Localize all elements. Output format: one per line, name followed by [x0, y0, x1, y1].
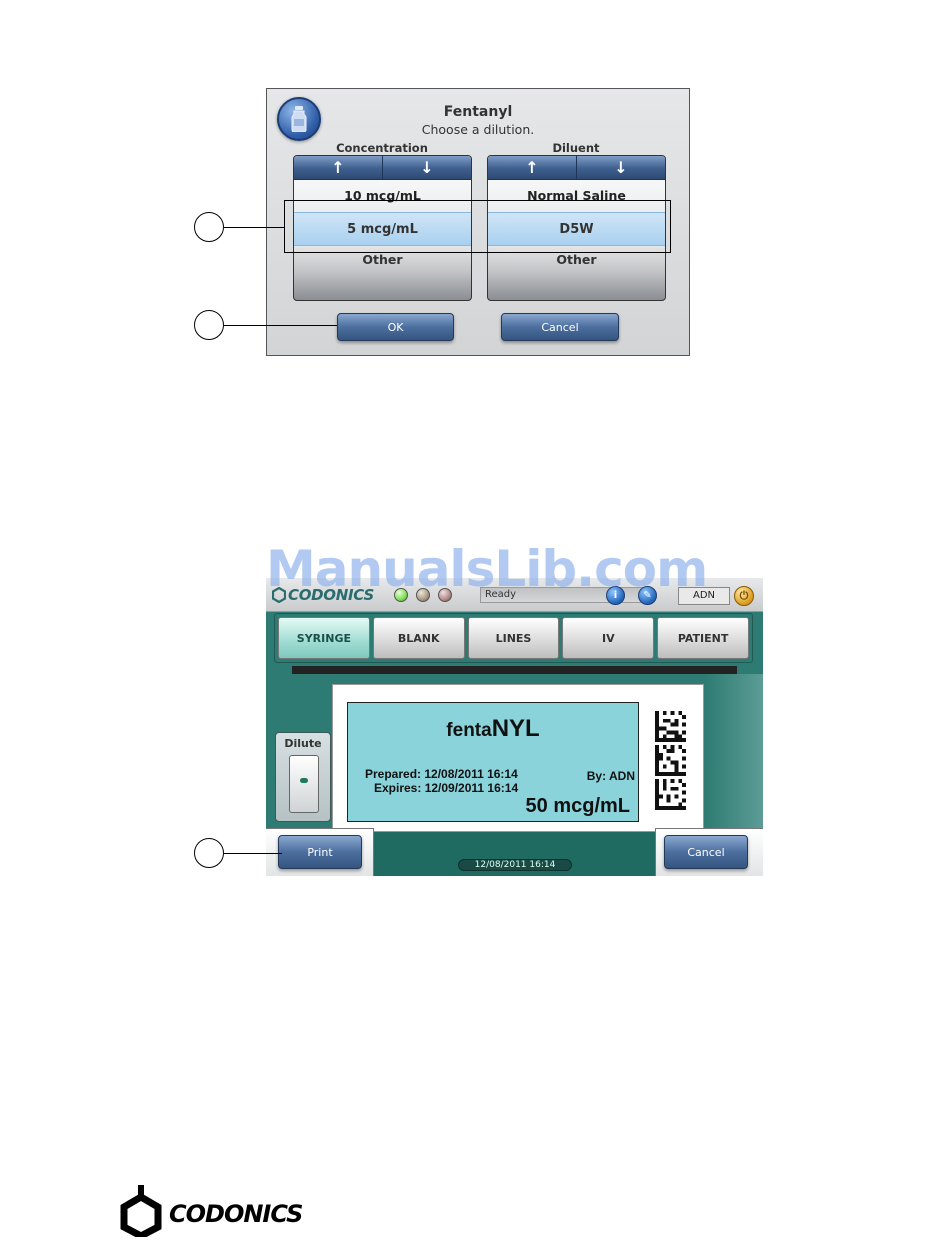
print-button-area: Print — [266, 828, 374, 876]
tab-iv[interactable]: IV — [562, 617, 655, 659]
callout-circle — [194, 838, 224, 868]
dilute-label: Dilute — [284, 737, 322, 750]
watermark-text: ManualsLib.com — [266, 540, 708, 598]
concentration-header: Concentration — [336, 141, 428, 155]
prepared-by: By: ADN — [586, 769, 635, 783]
concentration-selected-option[interactable]: 5 mcg/mL — [294, 212, 471, 246]
dilution-dialog: Fentanyl Choose a dilution. Concentratio… — [266, 88, 690, 356]
status-led-red-icon — [438, 588, 452, 602]
codonics-main-screen: CODONICS Ready i ✎ ADN ⏻ SYRINGE BLANK L… — [266, 578, 763, 876]
ok-button[interactable]: OK — [337, 313, 454, 341]
label-concentration: 50 mcg/mL — [525, 795, 630, 817]
codonics-footer-logo-icon — [120, 1185, 162, 1237]
datetime-display: 12/08/2011 16:14 — [458, 859, 572, 871]
callout-leader-line — [224, 227, 285, 228]
hexagon-logo-icon — [272, 587, 286, 603]
drug-name: fentaNYL — [348, 715, 638, 743]
footer-brand-name: CODONICS — [169, 1200, 303, 1228]
datamatrix-barcode-icon — [655, 745, 686, 776]
drug-bottle-icon — [277, 97, 321, 141]
dilute-toggle-switch[interactable] — [289, 755, 319, 813]
right-panel — [704, 674, 763, 834]
diluent-selected-option[interactable]: D5W — [488, 212, 665, 246]
concentration-up-arrow-icon[interactable]: ↑ — [331, 158, 345, 177]
diluent-picker[interactable]: ↑ ↓ Normal Saline D5W Other — [487, 155, 666, 301]
cancel-button[interactable]: Cancel — [501, 313, 619, 341]
prepared-date: Prepared: 12/08/2011 16:14 — [365, 767, 518, 781]
diluent-option-above[interactable]: Normal Saline — [527, 188, 626, 203]
diluent-down-arrow-icon[interactable]: ↓ — [576, 156, 665, 179]
callout-circle — [194, 310, 224, 340]
concentration-option-below[interactable]: Other — [362, 252, 403, 267]
app-cancel-button[interactable]: Cancel — [664, 835, 748, 869]
status-led-green-icon — [394, 588, 408, 602]
tab-patient[interactable]: PATIENT — [657, 617, 749, 659]
concentration-arrow-bar: ↑ ↓ — [294, 156, 471, 180]
callout-leader-line — [224, 853, 282, 854]
diluent-up-arrow-icon[interactable]: ↑ — [525, 158, 539, 177]
tab-syringe[interactable]: SYRINGE — [278, 617, 370, 659]
print-button[interactable]: Print — [278, 835, 362, 869]
dialog-title: Fentanyl — [443, 104, 513, 120]
info-icon[interactable]: i — [606, 586, 625, 605]
brand-name: CODONICS — [288, 586, 374, 604]
datamatrix-barcode-icon — [655, 779, 686, 810]
concentration-picker[interactable]: ↑ ↓ 10 mcg/mL 5 mcg/mL Other — [293, 155, 472, 301]
expires-date: Expires: 12/09/2011 16:14 — [374, 781, 519, 795]
datamatrix-barcode-icon — [655, 711, 686, 742]
diluent-option-below[interactable]: Other — [556, 252, 597, 267]
dialog-subtitle: Choose a dilution. — [421, 122, 535, 137]
drug-name-prefix: fenta — [446, 720, 492, 741]
tab-blank[interactable]: BLANK — [372, 617, 465, 659]
user-badge[interactable]: ADN — [678, 587, 730, 605]
edit-icon[interactable]: ✎ — [638, 586, 657, 605]
drug-name-suffix: NYL — [491, 715, 540, 742]
concentration-option-above[interactable]: 10 mcg/mL — [344, 188, 421, 203]
top-bar: CODONICS Ready i ✎ ADN ⏻ — [266, 578, 763, 612]
callout-circle — [194, 212, 224, 242]
status-led-amber-icon — [416, 588, 430, 602]
diluent-header: Diluent — [552, 141, 600, 155]
power-icon[interactable]: ⏻ — [734, 586, 754, 606]
codonics-logo: CODONICS — [272, 586, 374, 604]
tab-lines[interactable]: LINES — [467, 617, 560, 659]
callout-leader-line — [224, 325, 337, 326]
cancel-button-area: Cancel — [655, 828, 763, 876]
syringe-label-preview: fentaNYL Prepared: 12/08/2011 16:14 Expi… — [347, 702, 639, 822]
dilute-control[interactable]: Dilute — [275, 732, 331, 822]
label-slot-rail — [292, 666, 737, 674]
left-panel: Dilute — [266, 674, 336, 834]
tab-bar: SYRINGE BLANK LINES IV PATIENT — [274, 613, 753, 663]
concentration-down-arrow-icon[interactable]: ↓ — [382, 156, 471, 179]
diluent-arrow-bar: ↑ ↓ — [488, 156, 665, 180]
